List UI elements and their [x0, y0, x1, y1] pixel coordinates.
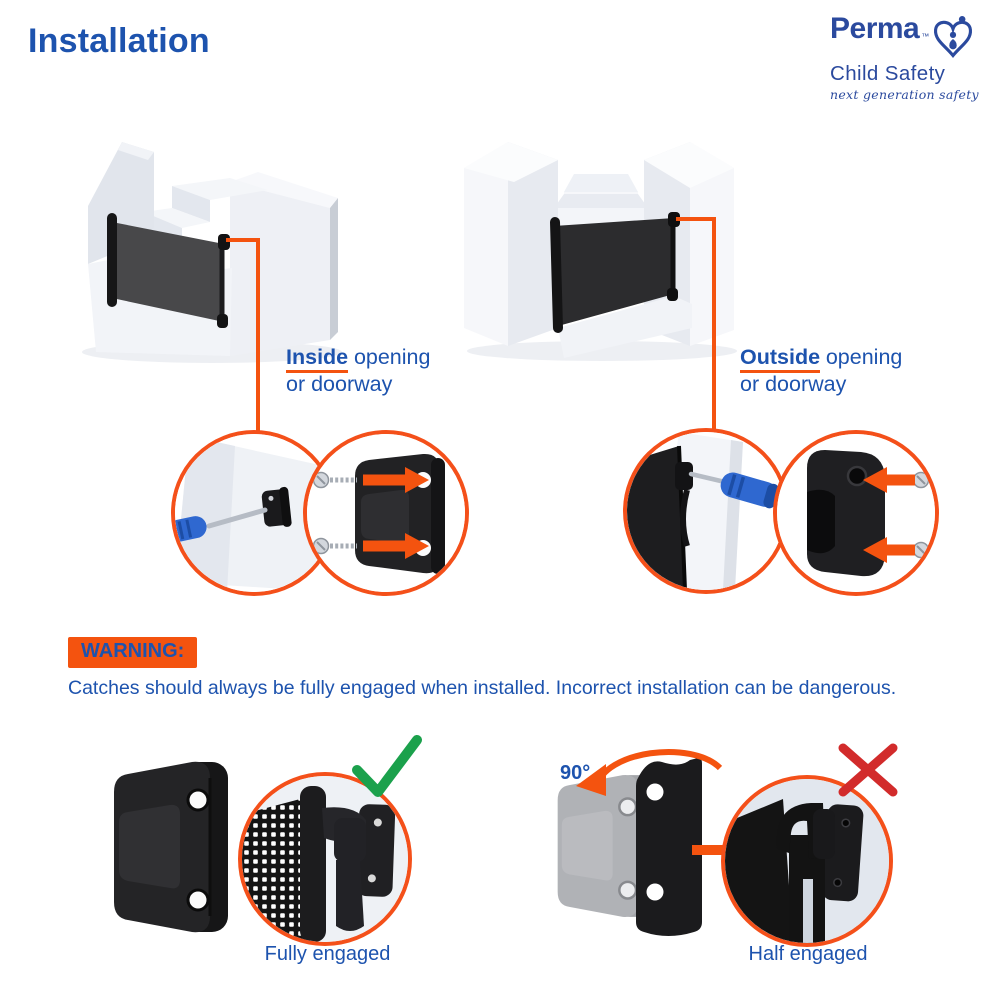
brand-subtitle: Child Safety: [830, 62, 946, 85]
catch-plate-illustration: [114, 761, 228, 933]
arrow-left-icon: [863, 467, 915, 493]
half-engaged-callout: [721, 775, 893, 947]
brand-name: Perma: [830, 12, 920, 45]
screwdriver-wall-icon: [175, 434, 333, 592]
screw-icon: [312, 471, 357, 489]
outside-catch-callout: [773, 430, 939, 596]
cross-icon: [838, 743, 898, 797]
inside-stairs-illustration: [82, 142, 342, 363]
fully-engaged-callout: [238, 772, 412, 946]
screwdriver-icon: [720, 472, 780, 509]
trademark-symbol: ™: [921, 32, 930, 41]
fully-engaged-label: Fully engaged: [264, 943, 391, 965]
arrow-right-icon: [363, 533, 429, 559]
screwdriver-post-icon: [627, 432, 785, 590]
half-engaged-icon: [725, 779, 889, 943]
checkmark-icon: [352, 735, 422, 797]
outside-leader-line-h: [676, 217, 716, 221]
warning-badge: WARNING:: [68, 637, 198, 668]
brand-logo: Perma ™ Child Safety next generation saf…: [830, 12, 996, 103]
arrow-left-icon: [863, 537, 915, 563]
brand-tagline: next generation safety: [830, 87, 979, 102]
outside-leader-line-v: [712, 217, 716, 432]
inside-leader-line-h: [226, 238, 260, 242]
catch-screws-icon: [307, 434, 465, 592]
rotation-arrow-icon: [576, 748, 723, 796]
rotation-degree-label: 90°: [560, 762, 591, 784]
hook-catch-screws-icon: [777, 434, 935, 592]
rotated-catch-illustration: [636, 757, 702, 936]
outside-install-callout: [623, 428, 789, 594]
screwdriver-icon: [175, 516, 207, 544]
retractable-gate-outside: [550, 212, 680, 333]
inside-install-callout: [171, 430, 337, 596]
gate-catch-outside: [668, 212, 680, 227]
page-title: Installation: [28, 22, 210, 60]
logo-heart-icon: [934, 15, 973, 58]
gate-catch-inside: [218, 234, 230, 250]
half-engaged-label: Half engaged: [748, 943, 868, 965]
arrow-right-icon: [363, 467, 429, 493]
inside-leader-line-v: [256, 238, 260, 432]
screw-icon: [312, 537, 357, 555]
fully-engaged-icon: [242, 776, 408, 942]
warning-text: Catches should always be fully engaged w…: [68, 677, 897, 699]
outside-stairs-illustration: [464, 142, 737, 361]
inside-catch-callout: [303, 430, 469, 596]
